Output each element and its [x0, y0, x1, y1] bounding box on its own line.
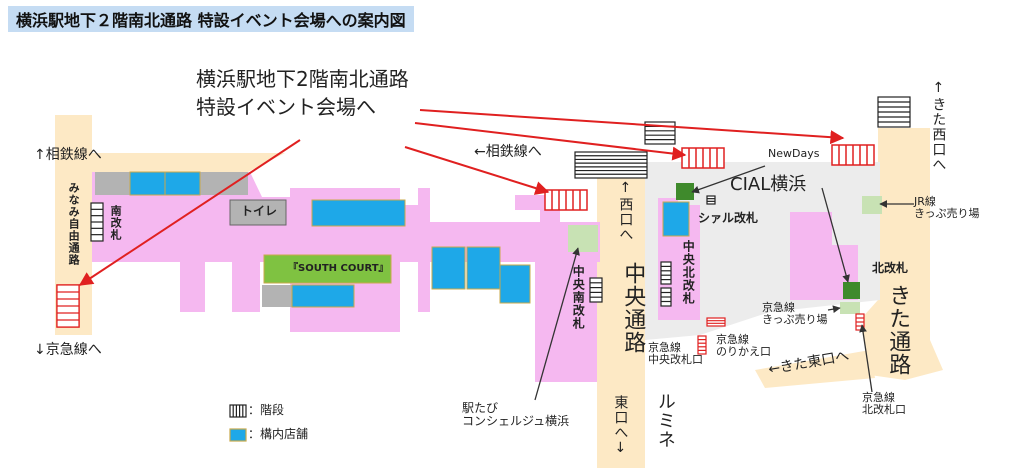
shop-2	[164, 171, 201, 196]
stairs-red-kita	[831, 144, 875, 166]
legend-shops-label: ：構内店舗	[248, 427, 309, 441]
stairs-black-top-2	[574, 151, 648, 179]
concierge-label-line1: 駅たび	[462, 401, 499, 415]
grey-block-2	[200, 172, 248, 195]
keikyu-direction-left: ↓京急線へ	[34, 342, 102, 358]
concierge-block	[568, 225, 598, 252]
arrow-to-chuo-kita-stairs	[414, 122, 687, 161]
higashiguchi-direction: 東口へ↓	[612, 395, 629, 457]
stairs-black-chuo-kita-2	[660, 287, 672, 307]
keikyu-transfer-label: 京急線 のりかえ口	[716, 333, 771, 359]
jr-ticket-label-line1: JR線	[914, 195, 936, 208]
kita-kaisatsu-label: 北改札	[872, 261, 909, 275]
pointer-concierge	[534, 247, 580, 401]
cial-yokohama-label: CIAL横浜	[730, 174, 807, 195]
grey-block-1	[95, 172, 130, 195]
keikyu-transfer-label-line2: のりかえ口	[716, 345, 771, 359]
south-court-block	[263, 254, 392, 284]
background-layer	[55, 115, 943, 468]
minami-jiyu-tsuro-label: みなみ自由通路	[67, 182, 81, 266]
arrows-layer	[78, 109, 914, 401]
toilet-label: トイレ	[241, 204, 278, 218]
stairs-black-kita	[877, 96, 911, 128]
stairs-small-sial	[706, 195, 716, 205]
keikyu-kita-label: 京急線 北改札口	[862, 391, 906, 417]
keikyu-kita-label-line2: 北改札口	[862, 403, 906, 417]
kita-tsuro-label: きた通路	[885, 284, 911, 376]
keikyu-ticket-label-line1: 京急線	[762, 301, 795, 314]
central-corridor	[597, 178, 645, 468]
jr-ticket-label: JR線 きっぷ売り場	[914, 195, 980, 221]
keikyu-transfer-label-line1: 京急線	[716, 333, 749, 346]
legend-layer	[229, 404, 247, 442]
sotetsu-corridor	[92, 153, 285, 172]
concierge-label-line2: コンシェルジュ横浜	[462, 414, 570, 429]
stairs-red-keikyu-transfer	[706, 317, 726, 327]
legend-shops-swatch	[229, 428, 247, 442]
luminet-label: ルミネ	[654, 392, 676, 449]
concierge-label: 駅たび コンシェルジュ横浜	[462, 401, 570, 429]
legend-stairs-swatch	[229, 404, 247, 418]
chuo-minami-area	[535, 222, 597, 382]
page-title: 横浜駅地下２階南北通路 特設イベント会場への案内図	[8, 6, 414, 32]
shop-4	[291, 284, 355, 308]
pointer-keikyu-ticket	[827, 305, 841, 314]
sotetsu-direction-mid: ←相鉄線へ	[474, 144, 542, 160]
keikyu-chuo-label-line1: 京急線	[648, 341, 681, 354]
minami-kaisatsu-label: 南改札	[109, 205, 123, 241]
north-corridor	[860, 128, 943, 380]
shop-1	[129, 171, 166, 196]
pointer-keikyu-kita	[859, 324, 873, 393]
arrow-to-west-stairs	[78, 139, 301, 286]
stairs-black-minami	[90, 202, 104, 242]
kita-nishiguchi-direction: ↑きた西口へ	[930, 80, 947, 172]
kita-kaisatsu-block	[843, 282, 860, 299]
keikyu-ticket-label-line2: きっぷ売り場	[762, 313, 828, 327]
stairs-red-west-lines	[56, 284, 80, 328]
callout-line-2: 特設イベント会場へ	[196, 95, 376, 119]
sial-kaisatsu-label: シァル改札	[698, 211, 759, 225]
stairs-red-chuo-kita	[681, 147, 725, 169]
keikyu-ticket-block	[840, 302, 860, 314]
newdays-block	[676, 183, 694, 200]
keikyu-ticket-label: 京急線 きっぷ売り場	[762, 301, 828, 327]
newdays-label: NewDays	[768, 147, 820, 160]
south-concourse	[92, 172, 600, 332]
legend-stairs-label: ：階段	[248, 403, 285, 417]
stairs-black-chuo-minami	[589, 277, 603, 303]
shop-3	[311, 199, 406, 227]
nishiguchi-direction: ↑西口へ	[617, 180, 634, 242]
arrow-to-chuo-minami-stairs	[404, 146, 550, 195]
stairs-black-chuo-kita-1	[660, 261, 672, 285]
chuo-kita-kaisatsu-label: 中央北改札	[681, 240, 696, 305]
arrow-to-kita-stairs	[419, 109, 845, 145]
pointer-newdays	[691, 165, 766, 194]
toilet-block	[229, 199, 287, 226]
shop-7	[499, 264, 531, 304]
chuo-tsuro-label: 中央通路	[620, 262, 646, 354]
pointer-cial-kita	[821, 187, 850, 283]
sotetsu-direction-left: ↑相鉄線へ	[34, 147, 102, 163]
jr-ticket-label-line2: きっぷ売り場	[914, 207, 980, 221]
shop-6	[466, 246, 501, 290]
chuo-minami-kaisatsu-label: 中央南改札	[571, 265, 586, 330]
jr-ticket-block	[862, 196, 882, 214]
stairs-red-keikyu-chuo	[697, 335, 707, 355]
north-east-exit-corridor	[755, 350, 875, 388]
callout-line-1: 横浜駅地下2階南北通路	[196, 67, 409, 91]
stairs-red-chuo-minami	[544, 189, 588, 211]
keikyu-chuo-label-line2: 中央改札口	[648, 353, 703, 367]
keikyu-chuo-label: 京急線 中央改札口	[648, 341, 703, 367]
shop-5	[431, 246, 466, 290]
cial-pink-area	[790, 212, 858, 300]
grey-block-3	[262, 285, 292, 307]
keikyu-kita-label-line1: 京急線	[862, 391, 895, 404]
shop-8	[662, 201, 690, 237]
south-court-label: 『SOUTH COURT』	[288, 263, 389, 274]
